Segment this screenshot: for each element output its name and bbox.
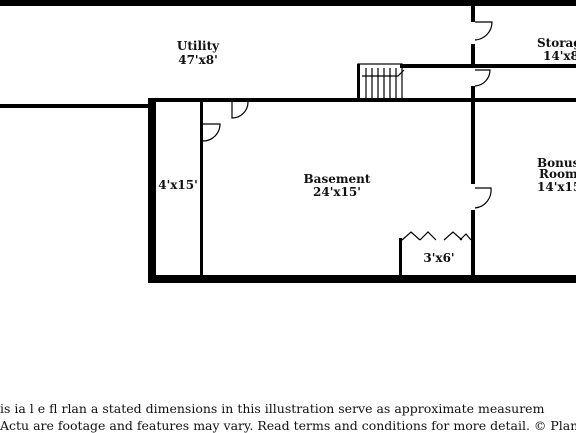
bonus-name2: Room [539,167,576,181]
basement-door-top [231,101,249,119]
bonus-left-wall-lower [471,210,475,278]
closet-divider-lower [200,148,203,276]
lower-left-wall [148,98,156,282]
storage-dims: 14'x8 [543,49,576,63]
closet-dims: 4'x15' [158,178,198,192]
closet-divider-upper [200,100,203,148]
basement-dims: 24'x15' [313,185,361,199]
small-closet-door-right [443,231,463,241]
bonus-dims: 14'x15' [537,180,576,194]
storage-left-wall-upper [471,6,475,22]
bonus-door [474,187,492,209]
small-closet-door-left [401,231,421,241]
lower-bottom-wall [148,275,576,283]
storage-bottom-wall [400,64,576,68]
storage-door-upper [474,21,493,41]
utility-bottom-left-wall [0,104,150,108]
utility-dims: 47'x8' [178,53,218,67]
storage-name: Storag [537,36,576,50]
utility-name: Utility [177,39,220,53]
small-closet-door-right-2 [459,233,472,241]
storage-left-wall-lower [471,44,475,66]
disclaimer-line-2: Actu are footage and features may vary. … [0,418,576,433]
small-closet-dims: 3'x6' [423,251,454,265]
top-wall [0,0,576,6]
basement-top-wall [150,98,576,102]
closet-door [202,123,221,142]
bonus-name: Bonus [537,156,576,170]
bonus-left-wall-upper [471,100,475,184]
storage-door-lower [474,69,491,87]
small-closet-left-wall [399,238,402,278]
small-closet-door-left-2 [419,231,437,241]
disclaimer-line-1: is ia l e fl rlan a stated dimensions in… [0,401,545,416]
stairs-left-wall [357,64,360,100]
right-bottom-stub [570,275,576,283]
storage-lower-stub [471,86,475,100]
basement-name: Basement [304,172,371,186]
